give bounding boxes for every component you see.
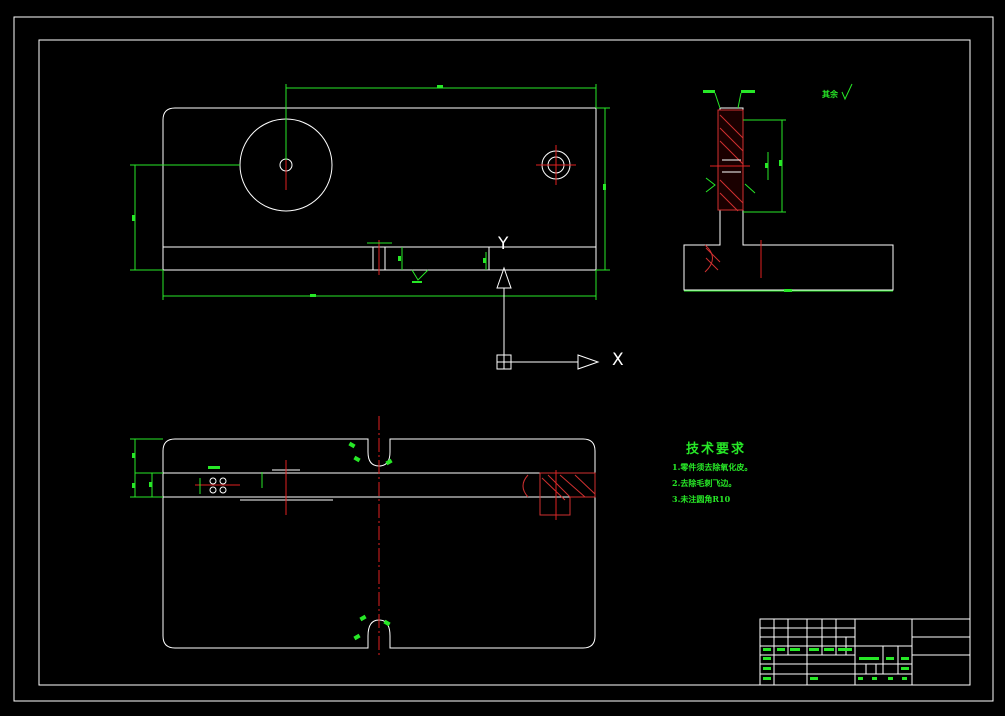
- title-block: [759, 618, 971, 686]
- inner-border: [38, 39, 971, 686]
- outer-border: [13, 16, 994, 702]
- top-view: [130, 416, 596, 655]
- ucs-icon: [496, 266, 600, 370]
- technical-requirement-item-1: 1.零件须去除氧化皮。: [672, 462, 753, 472]
- front-view: [130, 84, 610, 300]
- ucs-x-label: X: [612, 350, 624, 370]
- technical-requirement-item-2: 2.去除毛刺飞边。: [672, 478, 737, 488]
- side-view: [683, 83, 894, 292]
- technical-requirements-title: 技术要求: [686, 442, 747, 457]
- ucs-y-label: Y: [498, 234, 509, 254]
- roughness-note: 其余: [822, 89, 838, 99]
- technical-requirement-item-3: 3.未注圆角R10: [672, 494, 731, 504]
- technical-requirements: 技术要求 1.零件须去除氧化皮。 2.去除毛刺飞边。 3.未注圆角R10: [672, 438, 752, 505]
